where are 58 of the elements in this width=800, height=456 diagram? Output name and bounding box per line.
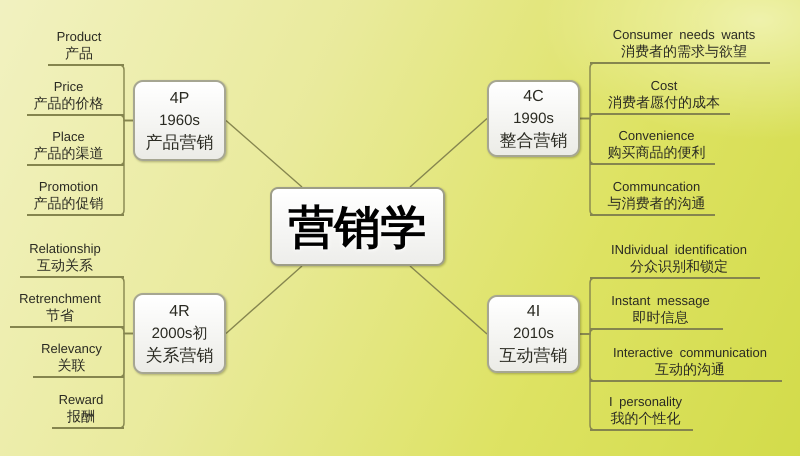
topic-title: 4P bbox=[170, 88, 190, 108]
topic-translation: 互动的沟通 bbox=[655, 361, 725, 378]
topic-translation: 分众识别和锁定 bbox=[630, 258, 728, 275]
topic-translation: 购买商品的便利 bbox=[608, 144, 706, 161]
topic-label: I personality bbox=[608, 393, 682, 410]
central-title: 营销学 bbox=[288, 200, 426, 252]
connector-line bbox=[226, 120, 302, 188]
topic-label: Retrenchment bbox=[19, 290, 101, 307]
topic-label: INdividual identification bbox=[611, 241, 747, 258]
topic-translation: 节省 bbox=[46, 307, 74, 324]
topic-translation: 与消费者的沟通 bbox=[608, 195, 706, 212]
connector-line bbox=[118, 120, 133, 216]
decade-label: 1960s bbox=[159, 110, 200, 130]
connector-line bbox=[118, 332, 133, 429]
topic-box bbox=[487, 80, 580, 157]
topic-subtitle: 互动营销 bbox=[500, 345, 568, 367]
topic-title: 4C bbox=[523, 86, 544, 106]
topic-title: 4I bbox=[526, 302, 540, 322]
topic-translation: 产品 bbox=[65, 45, 93, 62]
topic-label: Product bbox=[56, 28, 102, 45]
central-topic-box bbox=[270, 187, 445, 266]
decade-label: 1990s bbox=[513, 108, 554, 128]
topic-title: 4R bbox=[169, 302, 190, 322]
connector-line bbox=[410, 118, 488, 188]
topic-translation: 消费者愿付的成本 bbox=[608, 94, 720, 111]
topic-translation: 产品的价格 bbox=[34, 95, 104, 112]
topic-translation: 关联 bbox=[58, 357, 86, 374]
topic-translation: 即时信息 bbox=[632, 309, 688, 326]
topic-label: Price bbox=[54, 78, 84, 95]
connector-line bbox=[226, 265, 302, 334]
topic-label: Interactive communication bbox=[612, 344, 767, 361]
topic-translation: 报酬 bbox=[67, 408, 95, 425]
connector-line bbox=[410, 265, 488, 335]
topic-subtitle: 关系营销 bbox=[146, 344, 214, 366]
topic-label: Consumer needs wants bbox=[612, 26, 756, 43]
topic-translation: 互动关系 bbox=[37, 257, 93, 274]
topic-label: Convenience bbox=[618, 127, 694, 144]
topic-label: Reward bbox=[58, 391, 104, 408]
decade-label: 2000s初 bbox=[152, 324, 208, 344]
topic-subtitle: 产品营销 bbox=[146, 132, 214, 154]
topic-label: Relationship bbox=[29, 240, 101, 257]
decade-label: 2010s bbox=[513, 324, 554, 344]
connector-line bbox=[580, 118, 596, 216]
topic-box bbox=[133, 293, 226, 374]
topic-label: Cost bbox=[650, 77, 678, 94]
topic-translation: 消费者的需求与欲望 bbox=[621, 43, 747, 60]
topic-subtitle: 整合营销 bbox=[500, 130, 568, 152]
topic-label: Instant message bbox=[611, 292, 710, 309]
topic-translation: 产品的促销 bbox=[34, 195, 104, 212]
topic-label: Place bbox=[52, 128, 85, 145]
topic-label: Communcation bbox=[612, 178, 700, 195]
topic-label: Promotion bbox=[38, 178, 98, 195]
connector-line bbox=[580, 333, 596, 431]
topic-box bbox=[487, 295, 580, 373]
topic-translation: 产品的渠道 bbox=[34, 145, 104, 162]
topic-box bbox=[133, 80, 226, 161]
topic-label: Relevancy bbox=[41, 340, 102, 357]
topic-translation: 我的个性化 bbox=[610, 410, 680, 427]
